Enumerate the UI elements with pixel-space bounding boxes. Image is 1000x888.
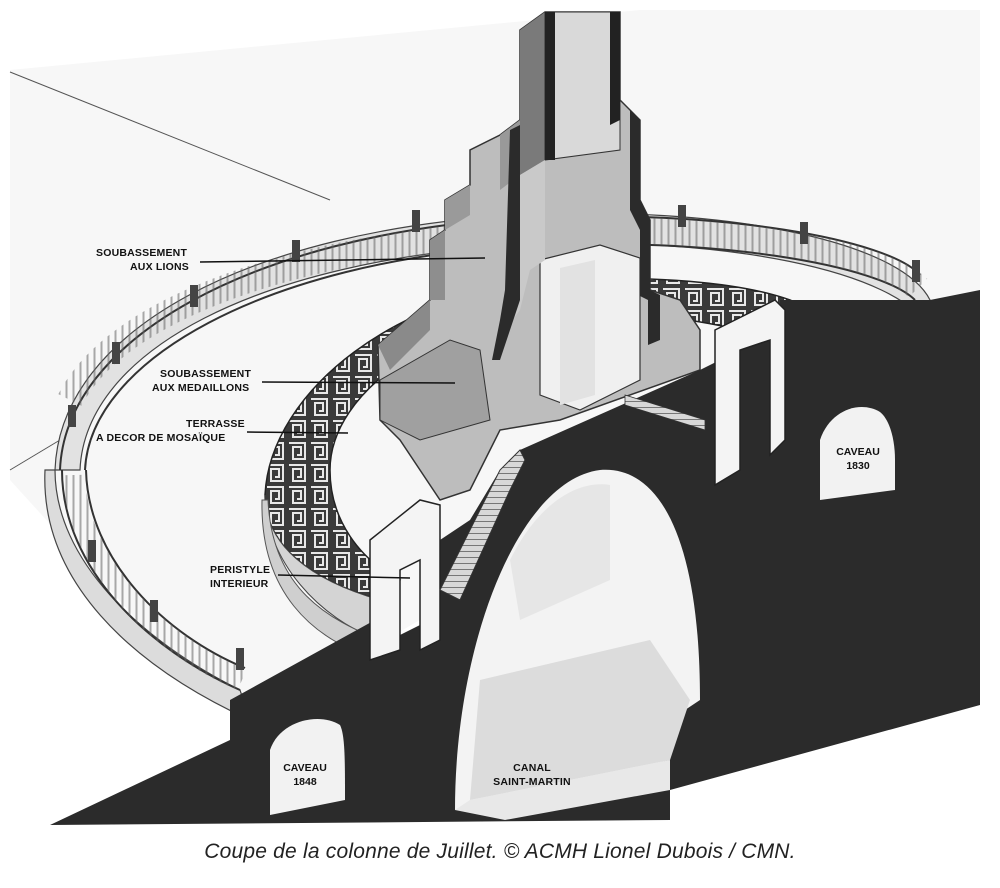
label-canal: CANAL SAINT-MARTIN (493, 762, 571, 788)
label-soubassement-medaillons: SOUBASSEMENT AUX MEDAILLONS (152, 368, 251, 394)
label-caveau-1830: CAVEAU 1830 (836, 446, 880, 472)
section-wall (50, 290, 980, 825)
svg-text:SAINT-MARTIN: SAINT-MARTIN (493, 776, 571, 788)
svg-text:CAVEAU: CAVEAU (283, 762, 327, 774)
label-terrasse: TERRASSE A DECOR DE MOSAÏQUE (96, 418, 245, 444)
figure-caption: Coupe de la colonne de Juillet. © ACMH L… (204, 840, 796, 863)
svg-text:AUX LIONS: AUX LIONS (130, 261, 189, 273)
svg-text:AUX MEDAILLONS: AUX MEDAILLONS (152, 382, 249, 394)
svg-text:A DECOR DE MOSAÏQUE: A DECOR DE MOSAÏQUE (96, 431, 225, 444)
leader-peristyle (277, 574, 411, 579)
svg-text:1848: 1848 (293, 776, 317, 788)
leader-soubassement-medaillons (261, 381, 456, 384)
label-soubassement-lions: SOUBASSEMENT AUX LIONS (96, 247, 189, 273)
svg-text:CAVEAU: CAVEAU (836, 446, 880, 458)
label-peristyle: PERISTYLE INTERIEUR (210, 564, 270, 590)
svg-text:INTERIEUR: INTERIEUR (210, 578, 269, 590)
leader-lines (199, 257, 486, 579)
leader-soubassement-lions (199, 257, 486, 263)
column-base (377, 11, 701, 501)
label-caveau-1848: CAVEAU 1848 (283, 762, 327, 788)
leader-terrasse (246, 431, 349, 434)
svg-text:TERRASSE: TERRASSE (186, 418, 245, 430)
svg-text:SOUBASSEMENT: SOUBASSEMENT (96, 247, 187, 259)
svg-text:PERISTYLE: PERISTYLE (210, 564, 270, 576)
svg-text:CANAL: CANAL (513, 762, 551, 774)
svg-text:1830: 1830 (846, 460, 870, 472)
svg-text:SOUBASSEMENT: SOUBASSEMENT (160, 368, 251, 380)
